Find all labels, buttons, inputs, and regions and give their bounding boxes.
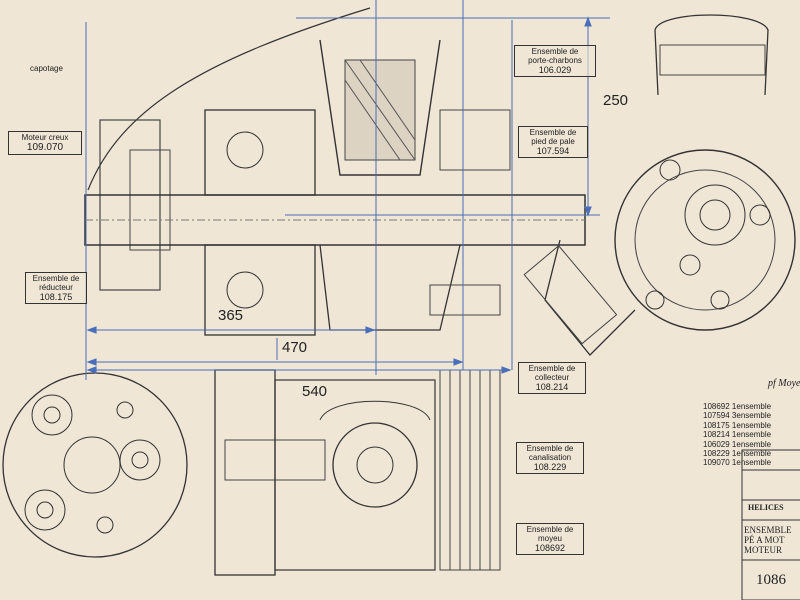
blue-guides xyxy=(85,0,610,380)
reducer-lower xyxy=(204,244,316,336)
parts-list: 108692 1ensemble 107594 3ensemble 108175… xyxy=(703,402,771,468)
parts-list-item: 106029 1ensemble xyxy=(703,439,772,449)
worm-wheel xyxy=(332,422,418,508)
dimension-470: 470 xyxy=(282,339,308,356)
lower-housing xyxy=(214,369,276,576)
blade-root-upper xyxy=(319,39,441,176)
reducer-upper xyxy=(204,109,316,196)
dimension-365: 365 xyxy=(218,307,244,324)
parts-list-item: 108692 1ensemble xyxy=(703,402,772,411)
parts-list-item: 109070 1ensemble xyxy=(703,458,772,468)
parts-list-item: 108214 1ensemble xyxy=(703,430,772,440)
label-moyeu-fragment: pf Moye xyxy=(768,378,800,389)
dimension-250: 250 xyxy=(603,92,629,109)
label-capotage: capotage xyxy=(30,64,63,73)
title-block-number: 1086 xyxy=(756,572,786,588)
title-block-company: HELICES xyxy=(748,503,784,512)
parts-list-item: 108229 1ensemble xyxy=(703,449,772,459)
dimension-lines xyxy=(86,16,592,374)
parts-list-item: 108175 1ensemble xyxy=(703,420,772,430)
dimension-540: 540 xyxy=(302,383,328,400)
capotage-outline xyxy=(87,7,371,191)
parts-list-item: 107594 3ensemble xyxy=(703,411,772,421)
side-view-disc xyxy=(614,149,796,331)
